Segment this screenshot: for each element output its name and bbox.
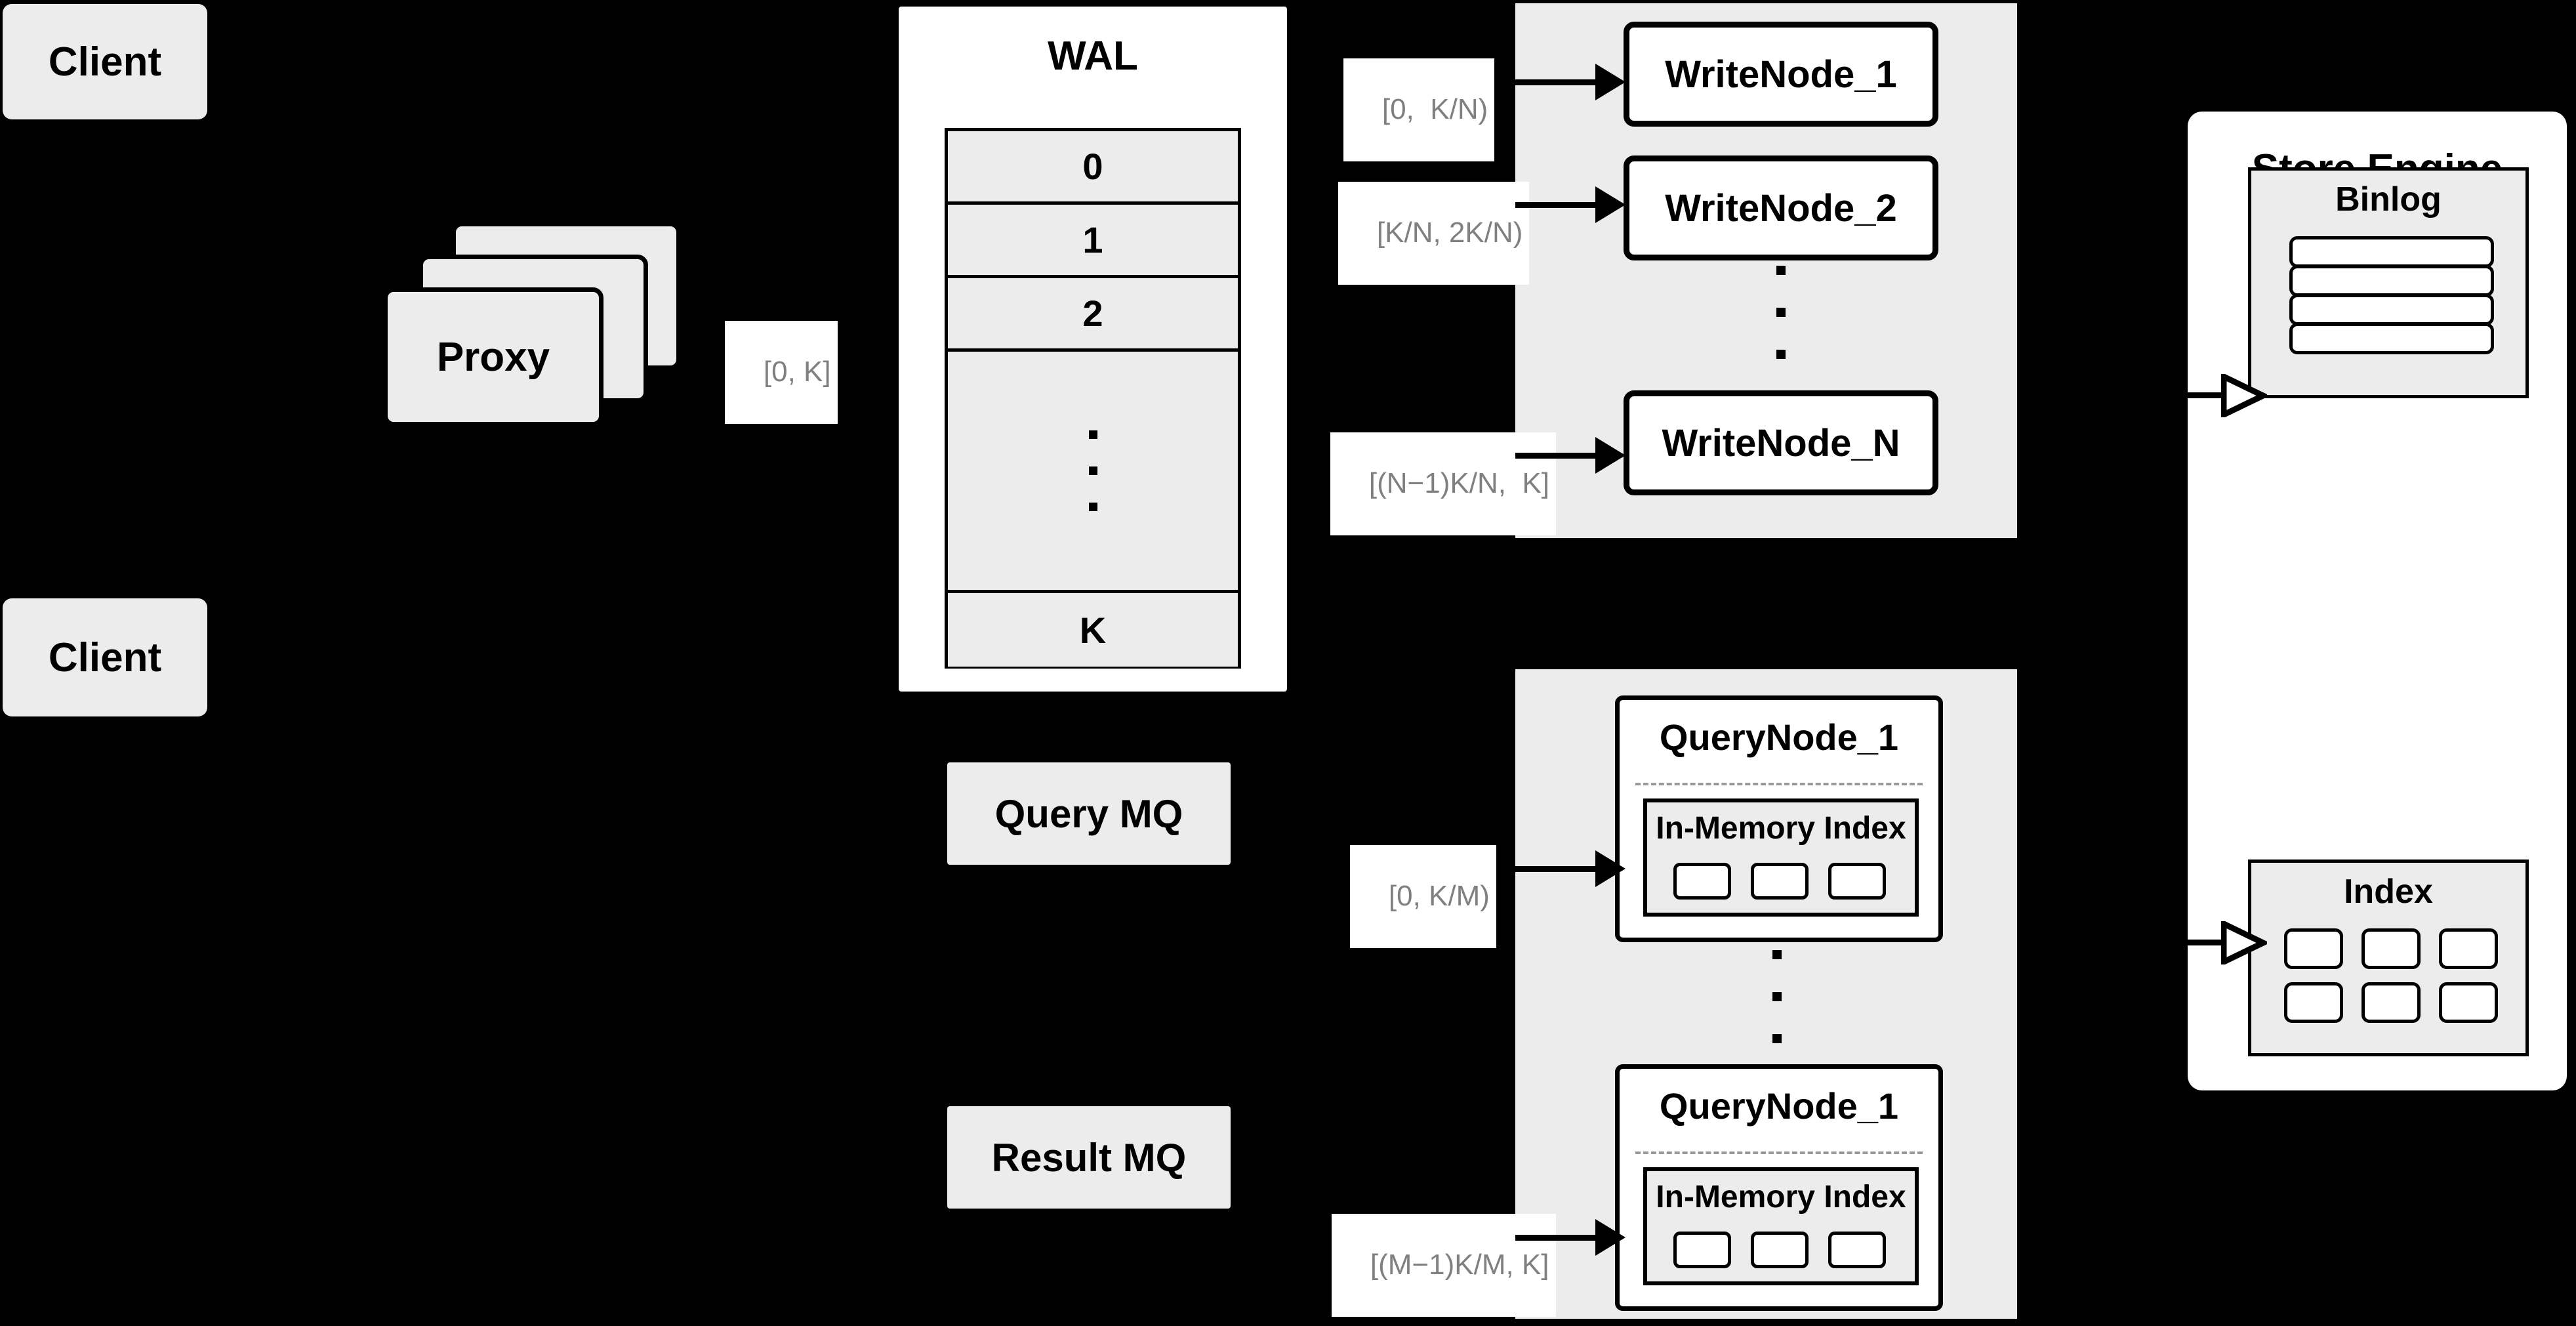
arrow-querynode-m (1515, 1235, 1601, 1241)
query-node-ellipsis (1772, 950, 1782, 1043)
query-node-title: QueryNode_1 (1659, 716, 1899, 758)
write-node-label: WriteNode_2 (1665, 186, 1897, 230)
edge-label-proxy-to-wal: [0, K] (725, 321, 838, 425)
wal-cell[interactable]: K (948, 593, 1238, 667)
proxy-stack[interactable]: Proxy (380, 217, 682, 433)
index-cell[interactable] (2284, 982, 2343, 1023)
arrow-querynode-1 (1515, 866, 1601, 872)
arrow-writenode-1 (1515, 79, 1601, 85)
wal-table: 0 1 2 K (945, 128, 1241, 669)
arrow-to-binlog (2182, 392, 2228, 398)
client-label: Client (48, 39, 162, 85)
index-segment[interactable] (1673, 1232, 1731, 1268)
index-segment[interactable] (1673, 863, 1731, 900)
index-cell[interactable] (2439, 982, 2498, 1023)
query-node-title: QueryNode_1 (1659, 1085, 1899, 1127)
arrow-head-querynode-1 (1595, 850, 1625, 887)
result-mq-box[interactable]: Result MQ (947, 1106, 1231, 1209)
store-engine-panel: Store Engine Binlog Index (2188, 112, 2567, 1090)
index-cell[interactable] (2361, 928, 2421, 969)
query-node-1[interactable]: QueryNode_1 In-Memory Index (1615, 695, 1943, 942)
index-segment[interactable] (1828, 863, 1886, 900)
arrow-head-open-binlog (2221, 374, 2267, 417)
binlog-row[interactable] (2289, 323, 2494, 354)
in-memory-index-panel: In-Memory Index (1643, 798, 1919, 917)
result-mq-label: Result MQ (991, 1135, 1187, 1180)
write-node-n[interactable]: WriteNode_N (1624, 390, 1938, 495)
arrow-head-writenode-n (1595, 437, 1625, 474)
proxy-layer-front[interactable]: Proxy (383, 287, 603, 426)
query-mq-box[interactable]: Query MQ (947, 762, 1231, 865)
wal-cell[interactable]: 1 (948, 205, 1238, 278)
arrow-head-open-index (2221, 921, 2267, 964)
index-segment[interactable] (1751, 1232, 1809, 1268)
wal-cell[interactable]: 2 (948, 278, 1238, 352)
write-node-2[interactable]: WriteNode_2 (1624, 155, 1938, 260)
write-node-label: WriteNode_N (1662, 421, 1900, 465)
arrow-head-writenode-1 (1595, 64, 1625, 100)
edge-label-writenode-2: [K/N, 2K/N) (1338, 182, 1530, 285)
binlog-panel: Binlog (2248, 167, 2529, 398)
edge-label-writenode-n: [(N−1)K/N, K] (1330, 432, 1556, 536)
index-cell[interactable] (2439, 928, 2498, 969)
edge-label-querynode-m: [(M−1)K/M, K] (1332, 1214, 1556, 1317)
write-node-1[interactable]: WriteNode_1 (1624, 22, 1938, 127)
query-mq-label: Query MQ (994, 791, 1183, 836)
in-memory-index-title: In-Memory Index (1656, 811, 1906, 846)
client-label: Client (48, 634, 162, 680)
in-memory-index-panel: In-Memory Index (1643, 1167, 1919, 1285)
wal-panel: WAL 0 1 2 K (895, 3, 1291, 695)
query-node-cluster: QueryNode_1 In-Memory Index QueryNode_1 … (1515, 669, 2017, 1319)
arrow-head-querynode-m (1595, 1219, 1625, 1256)
query-node-divider (1635, 783, 1923, 785)
arrow-writenode-2 (1515, 202, 1601, 208)
index-panel: Index (2248, 860, 2529, 1056)
in-memory-index-title: In-Memory Index (1656, 1180, 1906, 1214)
write-node-label: WriteNode_1 (1665, 52, 1897, 96)
wal-cell[interactable]: 0 (948, 131, 1238, 205)
index-title: Index (2344, 873, 2433, 911)
binlog-row[interactable] (2289, 294, 2494, 325)
arrow-to-index (2182, 940, 2228, 945)
index-cell[interactable] (2361, 982, 2421, 1023)
query-node-divider (1635, 1151, 1923, 1154)
wal-cell-ellipsis (948, 352, 1238, 593)
client-box-1[interactable]: Client (3, 4, 207, 119)
index-segment[interactable] (1751, 863, 1809, 900)
arrow-writenode-n (1515, 453, 1601, 459)
arrow-head-writenode-2 (1595, 186, 1625, 223)
index-cell[interactable] (2284, 928, 2343, 969)
binlog-row[interactable] (2289, 265, 2494, 297)
edge-label-writenode-1: [0, K/N) (1343, 58, 1495, 162)
binlog-row[interactable] (2289, 236, 2494, 268)
client-box-2[interactable]: Client (3, 598, 207, 716)
index-segment[interactable] (1828, 1232, 1886, 1268)
proxy-label: Proxy (436, 334, 550, 380)
query-node-2[interactable]: QueryNode_1 In-Memory Index (1615, 1064, 1943, 1311)
edge-label-querynode-1: [0, K/M) (1350, 845, 1496, 949)
binlog-title: Binlog (2335, 180, 2442, 218)
wal-title: WAL (1048, 33, 1138, 79)
write-node-ellipsis (1776, 266, 1786, 359)
